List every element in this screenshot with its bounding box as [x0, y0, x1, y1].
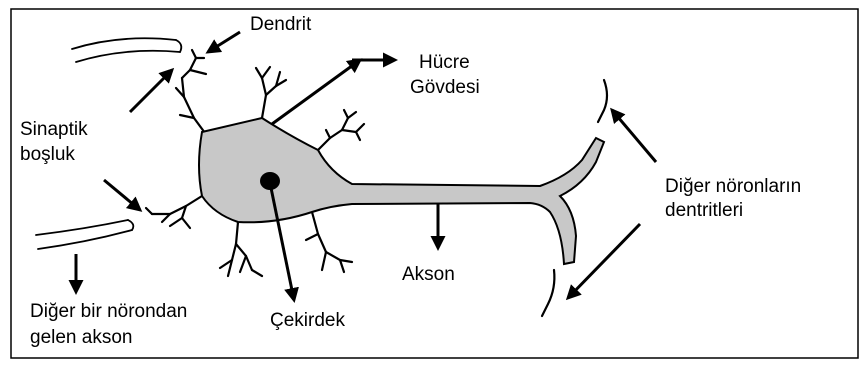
- dendrites-top-center: [256, 67, 286, 118]
- arrow-diger-top: [612, 110, 656, 162]
- label-sinaptik-line2: boşluk: [20, 144, 75, 165]
- label-diger-noronlarin-line1: Diğer nöronların: [665, 176, 801, 197]
- dendrites-bottom-right: [306, 212, 352, 272]
- label-hucre-govdesi-line2: Gövdesi: [410, 77, 480, 98]
- arrow-diger-bottom: [568, 224, 640, 298]
- label-diger-noronlarin-line2: dentritleri: [665, 200, 743, 221]
- arrow-dendrit: [208, 32, 240, 52]
- label-gelen-akson-line1: Diğer bir nörondan: [30, 301, 187, 322]
- incoming-axon-bottom: [36, 220, 133, 249]
- label-gelen-akson-line2: gelen akson: [30, 327, 132, 348]
- dendrites-top-left: [176, 50, 206, 133]
- label-hucre-govdesi-line1: Hücre: [419, 52, 470, 73]
- dendrites-right: [318, 110, 364, 150]
- arrow-sinaptik-bottom: [104, 180, 140, 210]
- label-sinaptik-line1: Sinaptik: [20, 119, 88, 140]
- label-dendrit: Dendrit: [250, 14, 312, 35]
- label-cekirdek: Çekirdek: [270, 310, 345, 331]
- label-akson: Akson: [402, 264, 455, 285]
- dendrites-left: [146, 196, 202, 228]
- incoming-axon-top: [72, 38, 181, 62]
- arrow-sinaptik-top: [130, 70, 172, 112]
- neuron-body-and-axon: [199, 118, 604, 264]
- dendrites-bottom-left: [220, 222, 262, 276]
